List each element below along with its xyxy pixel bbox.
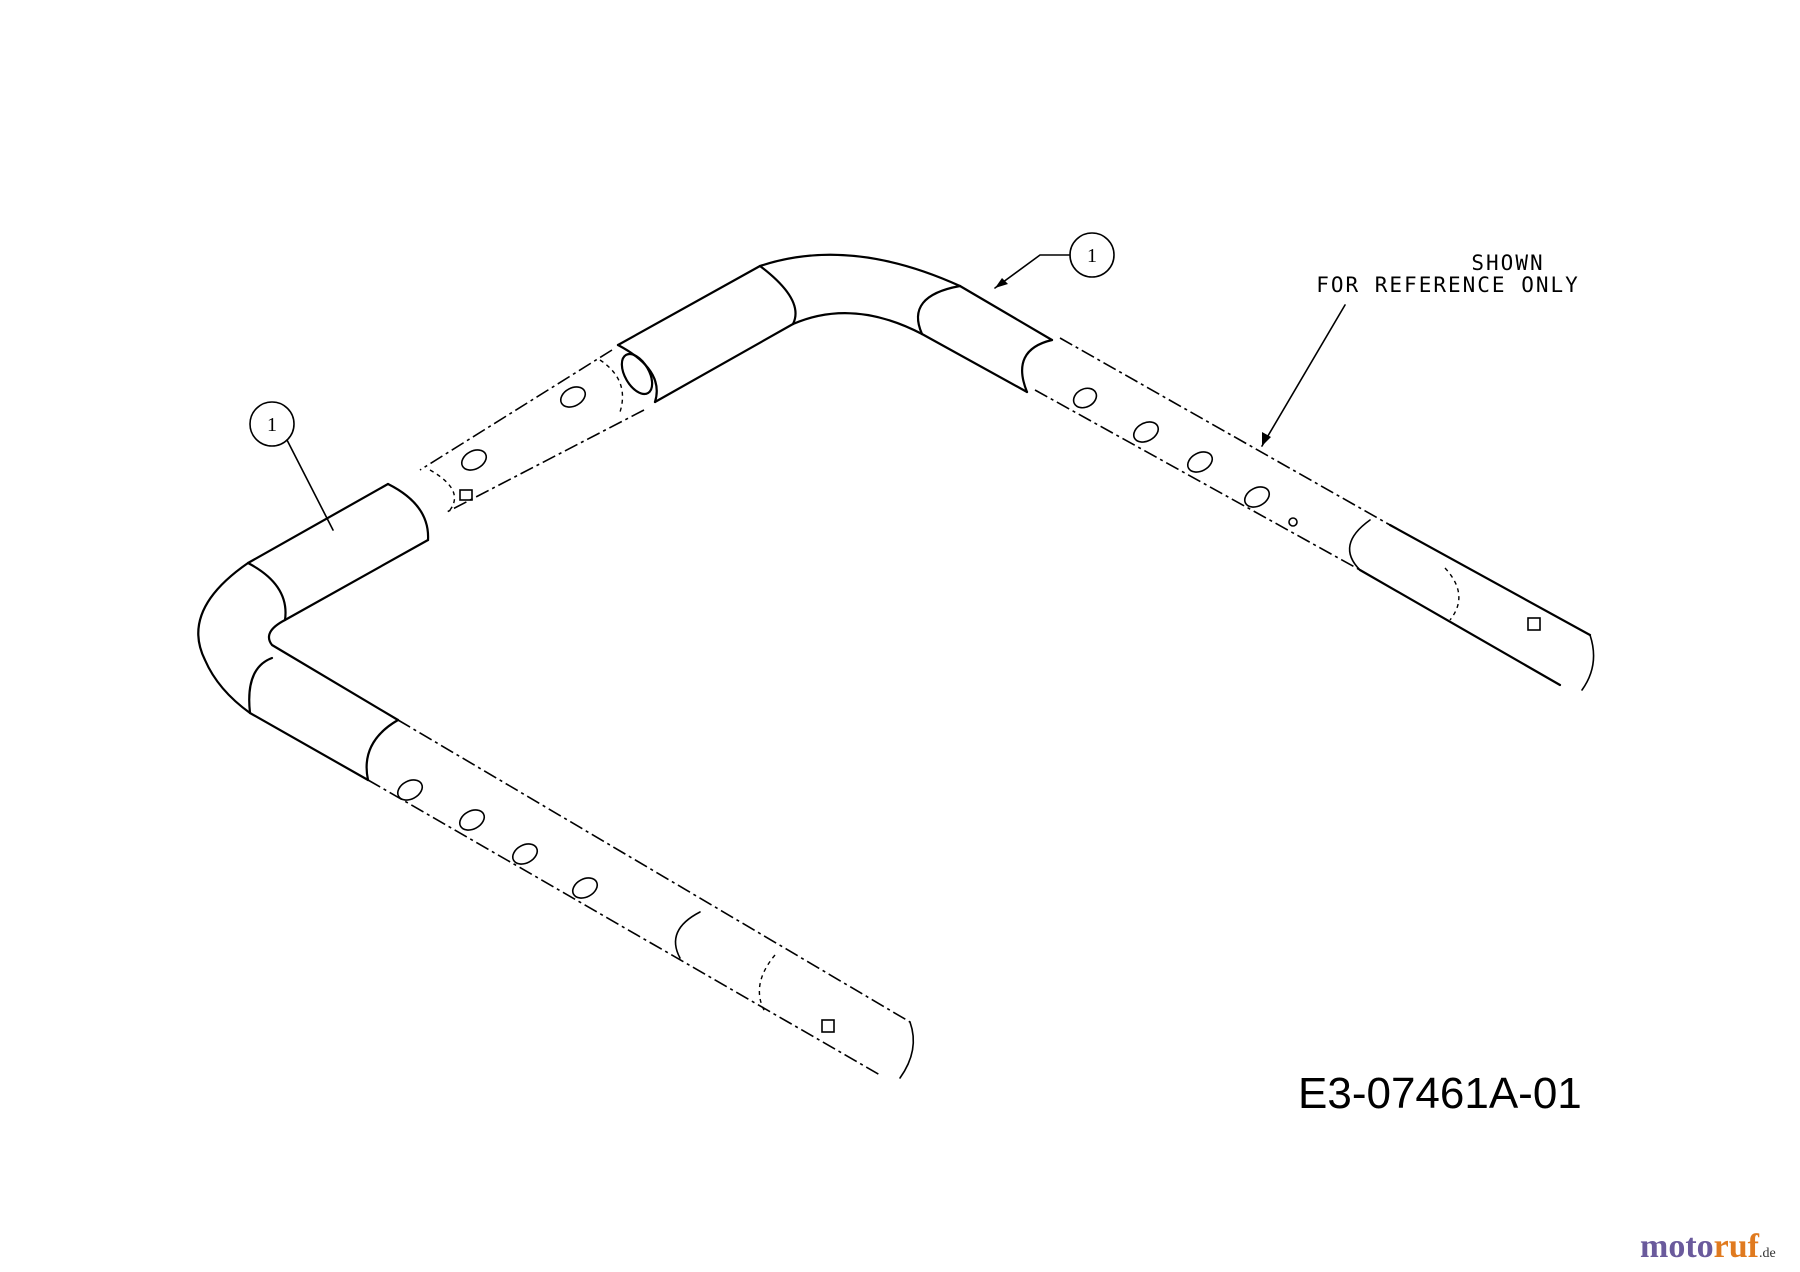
lower-handle-bar: [197, 482, 915, 1079]
callout-label-upper: 1: [1087, 245, 1097, 267]
reference-note: SHOWN FOR REFERENCE ONLY: [1261, 251, 1580, 447]
svg-text:motoruf.de: motoruf.de: [1640, 1228, 1776, 1265]
adjust-holes-left-upper: [429, 359, 624, 511]
callout-lower: 1: [249, 401, 334, 531]
watermark-ruf: ruf: [1714, 1228, 1760, 1265]
reference-note-line2: FOR REFERENCE ONLY: [1316, 273, 1580, 297]
adjust-holes-right: [1072, 387, 1298, 527]
drawing-code: E3-07461A-01: [1298, 1069, 1582, 1118]
watermark-tld: .de: [1759, 1246, 1776, 1261]
callout-label-lower: 1: [267, 414, 277, 436]
watermark-moto: moto: [1640, 1228, 1714, 1265]
upper-handle-bar: [419, 253, 1595, 691]
adjust-holes-lower: [396, 779, 599, 899]
watermark-logo: motoruf.de: [1640, 1228, 1776, 1265]
reference-note-line1: SHOWN: [1471, 251, 1544, 275]
callout-upper: 1: [994, 232, 1115, 289]
